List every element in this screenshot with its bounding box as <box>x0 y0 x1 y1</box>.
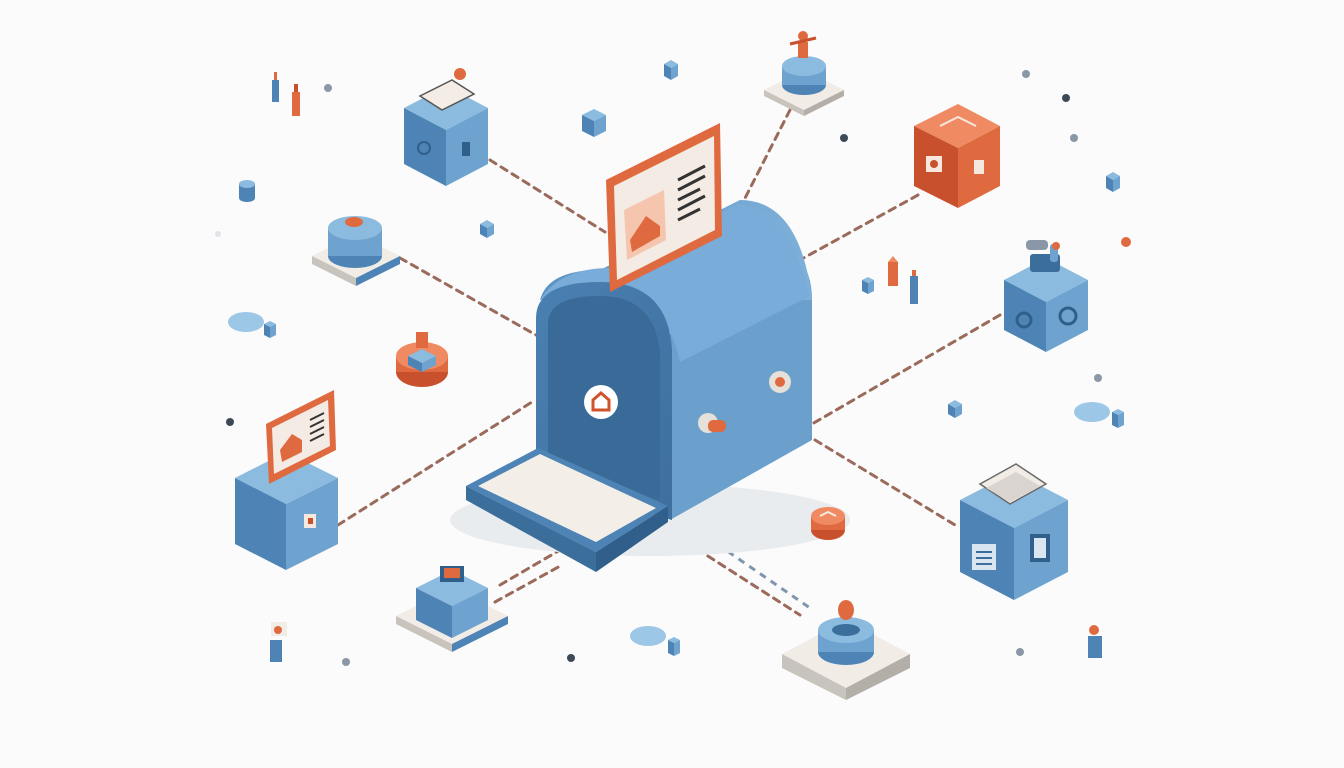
pin <box>292 84 300 116</box>
pin <box>1088 625 1102 658</box>
cube-document-top-left <box>404 68 488 186</box>
user-figure-head <box>798 31 808 41</box>
pedestal-left-upper <box>312 216 400 286</box>
cube-display-left-lower <box>235 390 338 570</box>
connector-bottom-left <box>498 548 562 587</box>
mailbox-tray-lip <box>466 486 596 572</box>
small-cube <box>1106 172 1120 192</box>
orange-puck-left <box>396 332 448 387</box>
cube-printer-right-lower <box>960 463 1068 600</box>
small-cube <box>668 637 680 656</box>
scattered-dots <box>215 70 1131 666</box>
cube-device-right <box>1004 240 1088 352</box>
mailbox-roof <box>540 204 810 362</box>
lock-dial <box>417 141 431 155</box>
pin <box>272 72 279 102</box>
ring-beacon <box>838 600 854 620</box>
cube-orange-top-right <box>914 104 1000 208</box>
connector-top <box>738 108 792 210</box>
small-cube <box>862 277 874 294</box>
small-pins <box>270 72 1102 662</box>
device-handle <box>1026 240 1048 250</box>
connector-right <box>810 313 1002 426</box>
mailbox-emblem <box>584 385 618 419</box>
document-badge <box>454 68 466 80</box>
central-mailbox <box>450 123 850 572</box>
mailbox-emblem-icon <box>591 391 611 412</box>
connector-left-lower <box>336 400 534 527</box>
mailbox-tray-edge <box>596 506 668 572</box>
small-cube <box>1112 409 1124 428</box>
lock-icon <box>1015 311 1033 329</box>
connector-lines <box>336 108 1002 617</box>
small-cylinder <box>239 180 255 202</box>
pin <box>910 270 918 304</box>
mailbox-display-lines <box>677 164 706 222</box>
connector-left-upper <box>398 256 538 337</box>
small-cube <box>582 109 606 137</box>
mailbox-knob-upper-center <box>775 377 785 387</box>
small-cube <box>664 60 678 80</box>
small-cube <box>480 220 494 238</box>
connector-top-left <box>488 158 607 234</box>
pedestal-ring-bottom-right <box>782 600 910 700</box>
pedestal-user-top <box>764 31 844 116</box>
flat-disc <box>630 626 666 646</box>
small-cubes <box>264 60 1124 656</box>
small-cylinders <box>228 180 1110 646</box>
pin <box>888 256 898 286</box>
side-port <box>462 142 470 156</box>
small-cube <box>948 400 962 418</box>
mailbox-knob-lower-stem <box>708 420 726 432</box>
connector-top-right <box>798 193 920 262</box>
small-cube <box>264 321 276 338</box>
user-figure-body <box>798 42 808 58</box>
flat-disc <box>228 312 264 332</box>
pedestal-cube-bottom-left <box>396 566 508 652</box>
flat-disc <box>1074 402 1110 422</box>
cube-side-badge <box>974 160 984 174</box>
pin <box>270 622 287 662</box>
orange-puck-center-right <box>811 507 845 540</box>
connector-bottom-left-2 <box>493 563 564 604</box>
connector-right-lower <box>813 438 957 527</box>
dial-icon <box>1058 306 1078 326</box>
document-sheet <box>418 79 476 111</box>
mailbox-display-picture-shape <box>630 216 660 252</box>
puck-button <box>345 217 363 227</box>
mailbox-tray-paper <box>478 454 656 542</box>
